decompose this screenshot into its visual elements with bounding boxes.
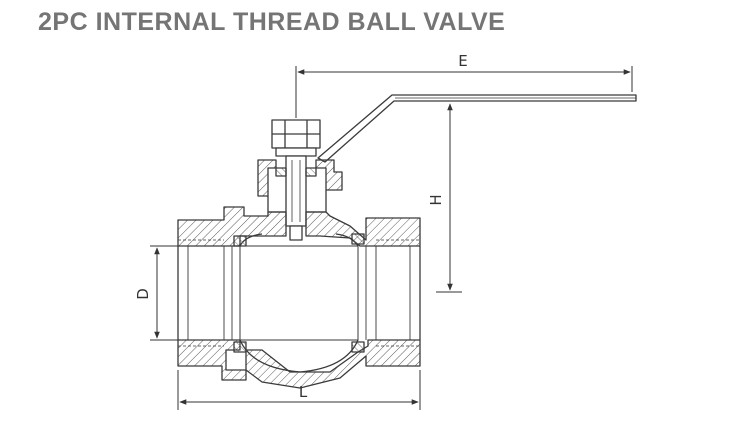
stem-nut: [271, 119, 321, 157]
label-h: H: [427, 194, 445, 205]
label-e: E: [458, 52, 467, 70]
page-title: 2PC INTERNAL THREAD BALL VALVE: [38, 8, 506, 36]
label-l: L: [299, 383, 308, 401]
ball-seats: [233, 233, 365, 353]
dimension-h: [436, 103, 462, 293]
dimension-l: [177, 370, 421, 410]
lever-handle: [317, 94, 637, 163]
dimension-e: [295, 66, 633, 118]
label-d: D: [134, 288, 152, 300]
dimension-d: [150, 245, 178, 341]
ball: [239, 233, 359, 373]
stem-assembly: [257, 155, 343, 241]
